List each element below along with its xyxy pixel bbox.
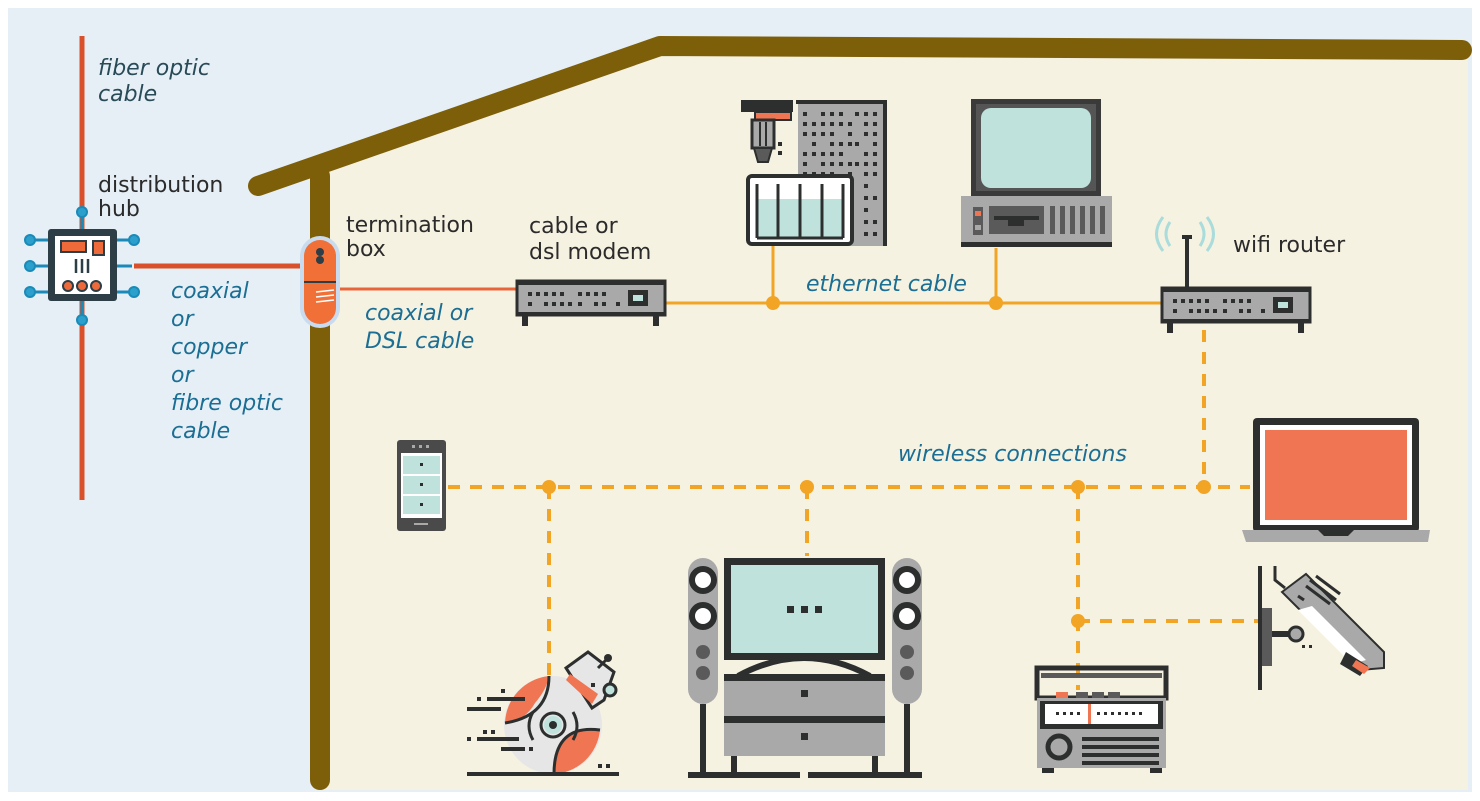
wifi-router-icon[interactable] [1155,216,1312,333]
desktop-computer-icon[interactable] [961,99,1112,247]
ethernet-cable-lines [664,244,1166,305]
wireless-junction-dot [1071,480,1085,494]
wifi-router-label: wifi router [1233,233,1346,258]
coaxial-copper-fibre-label: coaxial or copper or fibre optic cable [171,279,284,444]
ethernet-cable-label: ethernet cable [806,272,967,297]
robot-toy-icon[interactable] [467,650,619,776]
laptop-icon[interactable] [1242,418,1430,542]
home-theater-icon[interactable] [688,558,922,778]
3d-printer-icon[interactable] [741,100,887,246]
termination-box-icon[interactable] [300,236,340,328]
modem-icon[interactable] [515,279,667,326]
smartphone-icon[interactable] [397,440,446,531]
security-camera-icon[interactable] [1258,566,1385,690]
ethernet-junction-dot [989,296,1003,310]
radio-icon[interactable] [1034,665,1169,773]
coaxial-dsl-cable-label: coaxial or DSL cable [365,301,475,354]
ethernet-junction-dot [766,296,780,310]
wireless-junction-dot [542,480,556,494]
wireless-junction-dot [1197,480,1211,494]
fiber-optic-cable-label: fiber optic cable [98,56,211,107]
wireless-connection-lines [448,330,1258,690]
wireless-connections-label: wireless connections [898,442,1127,467]
modem-label: cable or dsl modem [529,214,652,265]
wireless-junction-dot [1071,614,1085,628]
distribution-hub-label: distribution hub [98,173,224,222]
house-interior [320,44,1468,790]
termination-box-label: termination box [346,213,474,262]
circuit-board-icon[interactable] [24,206,140,326]
wireless-junction-dot [800,480,814,494]
